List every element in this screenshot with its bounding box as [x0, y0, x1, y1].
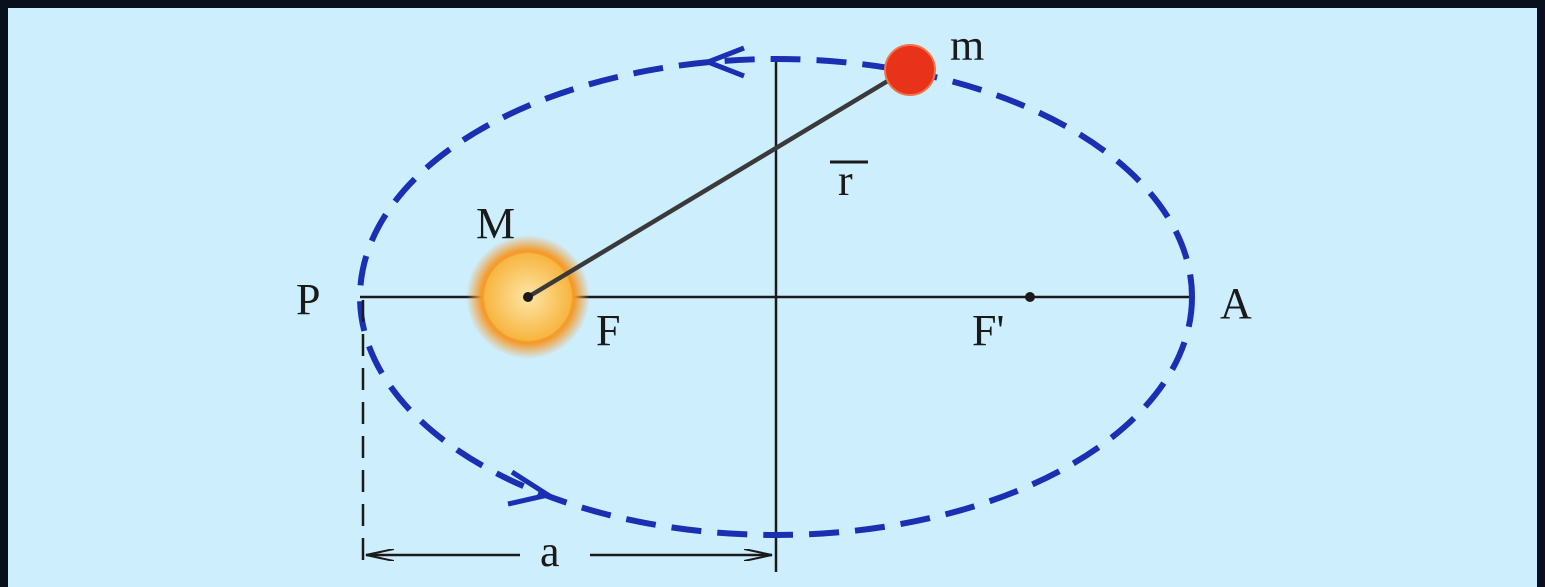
focus-dot	[523, 292, 533, 302]
orbit-ellipse	[357, 56, 1195, 538]
label-radius-vector: r	[838, 156, 853, 205]
planet-dot-icon	[884, 44, 936, 96]
orbit-arrow-top-icon	[701, 45, 745, 79]
orbit-arrow-bottom-icon	[507, 469, 555, 507]
radius-vector-arrow	[526, 74, 898, 299]
label-mass-small: m	[950, 21, 984, 70]
label-mass-large: M	[476, 199, 515, 248]
label-semi-major-axis: a	[540, 527, 560, 576]
other-focus-dot	[1025, 292, 1035, 302]
label-other-focus: F'	[972, 306, 1004, 355]
label-perihelion: P	[296, 275, 320, 324]
label-focus: F	[596, 306, 620, 355]
label-aphelion: A	[1220, 279, 1252, 328]
